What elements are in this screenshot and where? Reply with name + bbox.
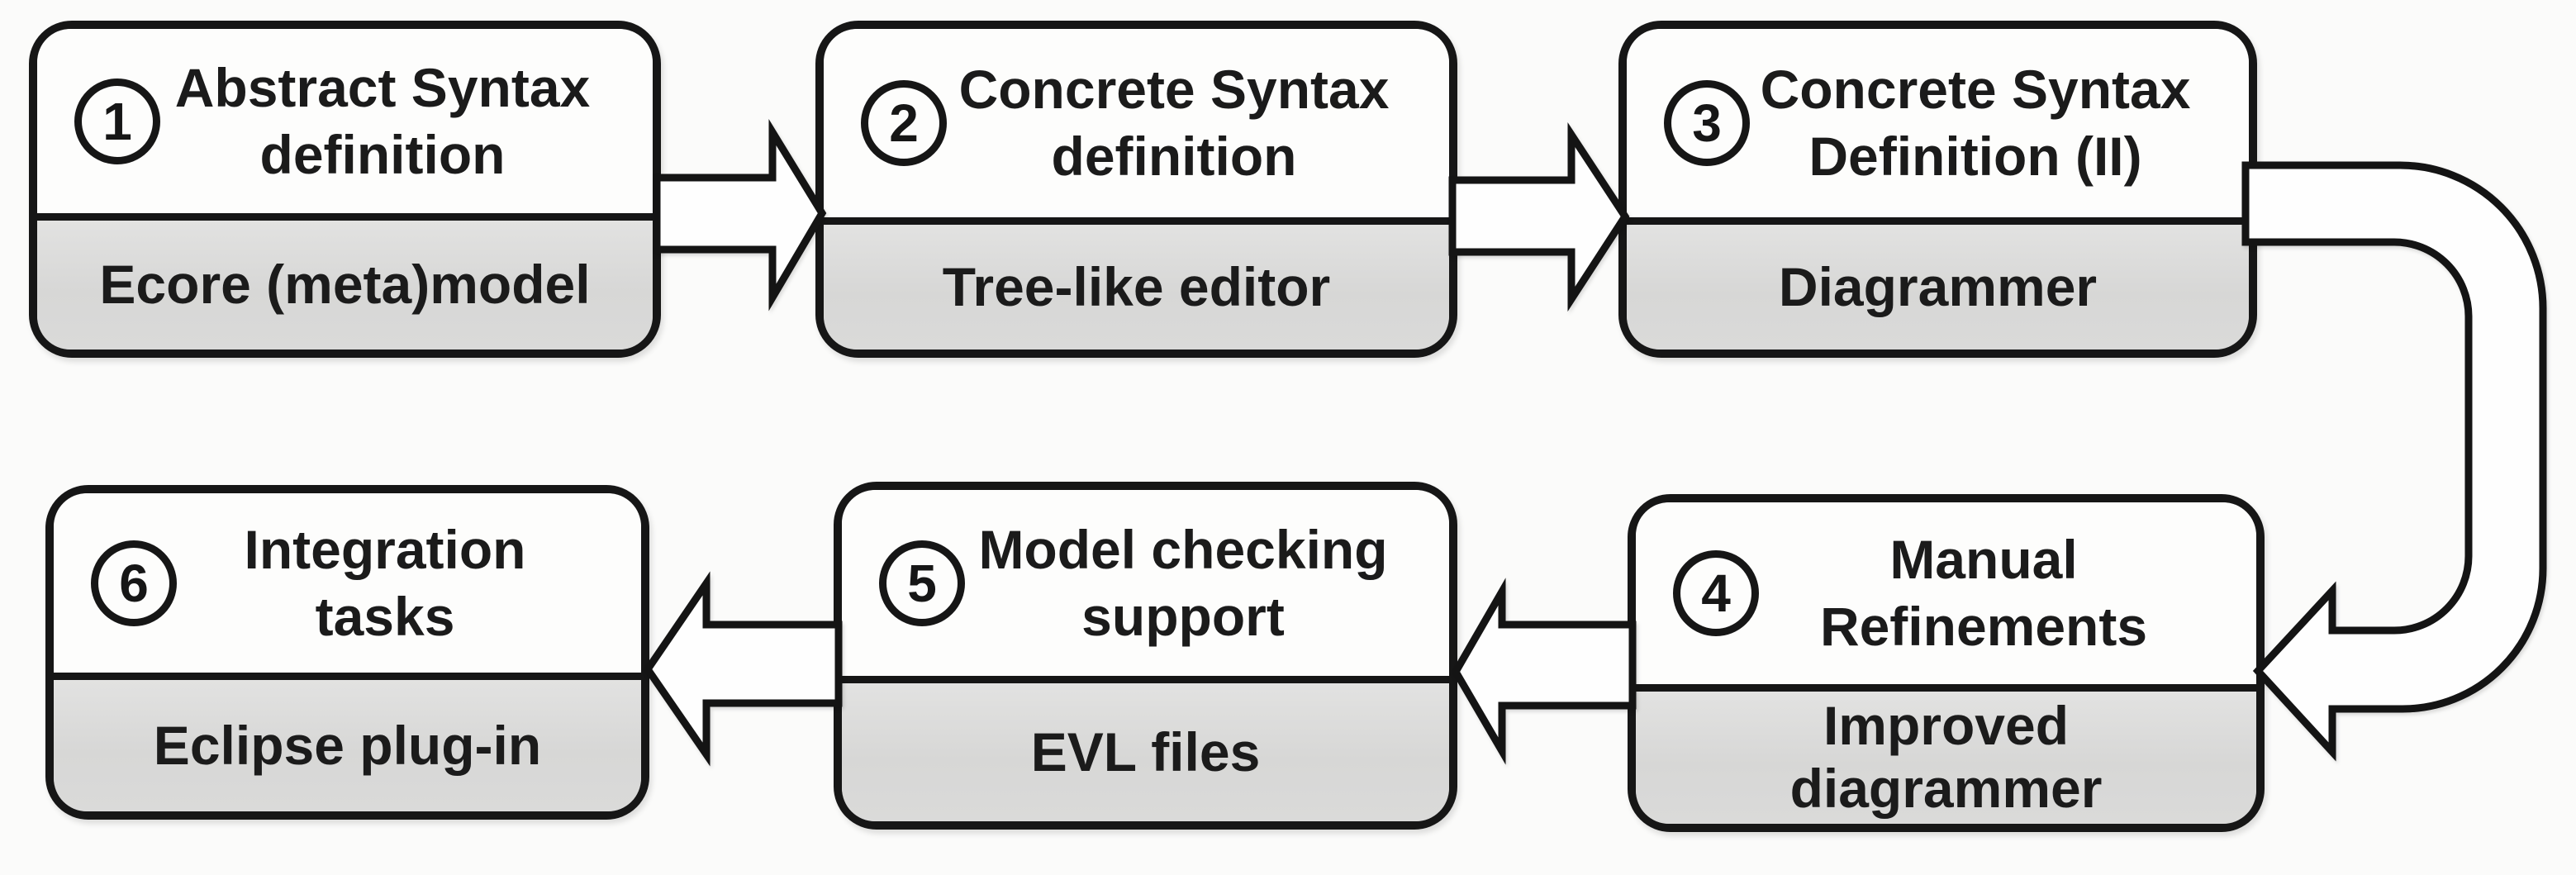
step-box-6: 6 Integration tasks Eclipse plug-in [45, 485, 649, 820]
step-1-title-section: 1 Abstract Syntax definition [37, 29, 653, 213]
step-box-2: 2 Concrete Syntax definition Tree-like e… [815, 21, 1457, 358]
step-6-title-line-1: Integration [244, 518, 526, 580]
arrow-step3-to-step4-wrap [2241, 161, 2547, 762]
step-1-title: Abstract Syntax definition [160, 55, 628, 188]
step-5-title-line-2: support [1081, 585, 1285, 647]
step-4-artifact: Improved diagrammer [1636, 684, 2256, 824]
step-6-title: Integration tasks [177, 516, 616, 649]
step-6-artifact-line-1: Eclipse plug-in [153, 714, 542, 776]
step-5-title-section: 5 Model checking support [842, 490, 1449, 676]
step-box-5: 5 Model checking support EVL files [834, 482, 1457, 830]
step-3-title-line-1: Concrete Syntax [1760, 59, 2191, 121]
step-1-artifact: Ecore (meta)model [37, 213, 653, 350]
step-1-title-line-1: Abstract Syntax [174, 56, 591, 118]
step-5-title: Model checking support [965, 516, 1424, 649]
arrow-step1-to-step2 [653, 119, 827, 311]
step-1-number: 1 [102, 91, 132, 151]
step-2-title-line-2: definition [1051, 126, 1297, 187]
step-2-number: 2 [889, 93, 919, 153]
step-1-title-line-2: definition [259, 123, 506, 185]
step-3-title: Concrete Syntax Definition (II) [1750, 56, 2224, 189]
step-6-number-badge: 6 [91, 540, 177, 626]
step-box-3: 3 Concrete Syntax Definition (II) Diagra… [1618, 21, 2257, 358]
step-3-number-badge: 3 [1664, 80, 1750, 166]
step-3-artifact: Diagrammer [1627, 217, 2249, 350]
step-box-1: 1 Abstract Syntax definition Ecore (meta… [29, 21, 661, 358]
step-5-number: 5 [907, 553, 937, 613]
step-4-title: Manual Refinements [1759, 526, 2231, 659]
step-4-number-badge: 4 [1673, 550, 1759, 636]
arrow-step5-to-step6 [643, 571, 843, 767]
step-4-artifact-line-2: diagrammer [1789, 758, 2103, 819]
step-5-artifact: EVL files [842, 676, 1449, 821]
step-4-title-section: 4 Manual Refinements [1636, 502, 2256, 684]
step-3-artifact-line-1: Diagrammer [1778, 255, 2098, 317]
step-6-title-section: 6 Integration tasks [54, 493, 641, 673]
step-5-title-line-1: Model checking [978, 518, 1388, 580]
step-3-title-section: 3 Concrete Syntax Definition (II) [1627, 29, 2249, 217]
step-1-artifact-line-1: Ecore (meta)model [99, 254, 591, 316]
step-2-title-line-1: Concrete Syntax [958, 59, 1390, 121]
arrow-step4-to-step5 [1451, 578, 1637, 765]
step-4-artifact-line-1: Improved [1823, 695, 2070, 757]
step-3-title-line-2: Definition (II) [1808, 126, 2142, 187]
arrow-step2-to-step3 [1448, 121, 1630, 312]
step-6-title-line-2: tasks [315, 585, 455, 647]
step-4-number: 4 [1701, 564, 1731, 623]
step-6-number: 6 [119, 553, 149, 613]
step-2-number-badge: 2 [861, 80, 947, 166]
step-6-artifact: Eclipse plug-in [54, 673, 641, 811]
step-3-number: 3 [1692, 93, 1722, 153]
step-4-title-line-1: Manual [1889, 529, 2078, 591]
step-box-4: 4 Manual Refinements Improved diagrammer [1628, 494, 2265, 832]
step-5-number-badge: 5 [879, 540, 965, 626]
step-2-title: Concrete Syntax definition [947, 56, 1424, 189]
step-5-artifact-line-1: EVL files [1030, 720, 1261, 782]
step-4-title-line-2: Refinements [1819, 596, 2148, 657]
step-2-title-section: 2 Concrete Syntax definition [824, 29, 1449, 217]
step-2-artifact: Tree-like editor [824, 217, 1449, 350]
step-2-artifact-line-1: Tree-like editor [942, 255, 1331, 317]
step-1-number-badge: 1 [74, 78, 160, 164]
